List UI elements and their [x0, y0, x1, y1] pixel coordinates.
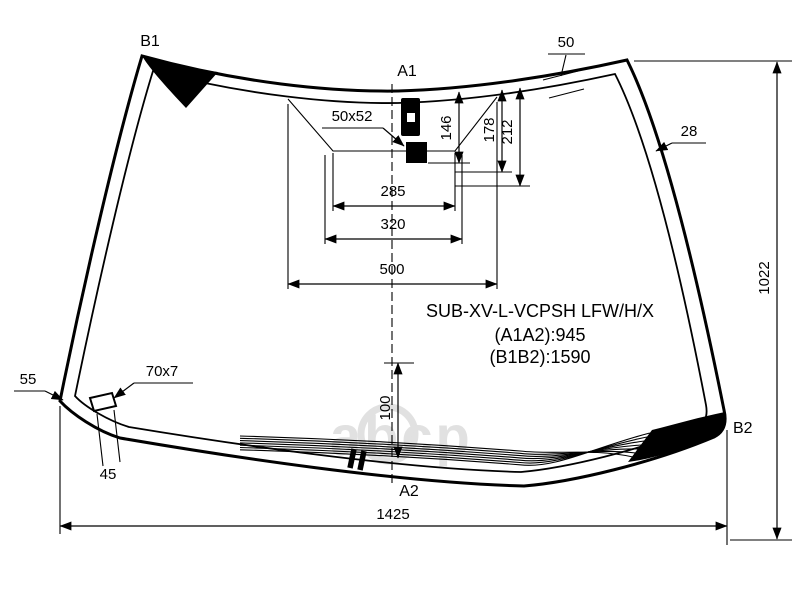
heating-element-lines	[239, 432, 650, 466]
dim-146-label: 146	[438, 115, 455, 140]
dim-212-label: 212	[499, 119, 516, 144]
label-a2: A2	[399, 483, 419, 500]
dim-100-group: 100	[377, 362, 414, 459]
part-info: SUB-XV-L-VCPSH LFW/H/X (A1A2):945 (B1B2)…	[426, 301, 654, 367]
dim-50-group: 50	[542, 34, 585, 99]
dim-45-label: 45	[100, 466, 117, 483]
dim-50x52-label: 50x52	[332, 108, 373, 125]
dim-100-label: 100	[377, 395, 394, 420]
dim-1425-label: 1425	[376, 506, 409, 523]
label-b1: B1	[140, 33, 160, 50]
part-dim-b1b2: (B1B2):1590	[489, 347, 590, 367]
label-b2: B2	[733, 420, 753, 437]
dim-50x52-group: 50x52	[322, 108, 405, 147]
mirror-button	[406, 142, 427, 163]
mounting-tab	[88, 391, 118, 413]
dim-45-group: 45	[96, 409, 121, 483]
label-a1: A1	[397, 63, 417, 80]
dim-70x7-group: 70x7	[113, 363, 193, 399]
dim-500-group: 500	[287, 102, 498, 289]
rain-sensor-window	[407, 113, 415, 122]
dim-500-label: 500	[379, 261, 404, 278]
watermark-circle-icon	[357, 403, 419, 465]
dim-28-label: 28	[681, 123, 698, 140]
dim-212-group: 212	[455, 87, 530, 187]
dim-1022-label: 1022	[756, 261, 773, 294]
dim-285-group: 285	[332, 153, 456, 211]
dim-285-label: 285	[380, 183, 405, 200]
dim-55-group: 55	[14, 371, 64, 401]
dim-50-label: 50	[558, 34, 575, 51]
dim-178-group: 178	[455, 89, 512, 173]
dim-320-group: 320	[324, 155, 463, 244]
dim-55-label: 55	[20, 371, 37, 388]
part-dim-a1a2: (A1A2):945	[494, 325, 585, 345]
dim-28-group: 28	[655, 123, 706, 152]
dim-1425-group: 1425	[59, 406, 728, 545]
dim-70x7-label: 70x7	[146, 363, 179, 380]
dim-1022-group: 1022	[634, 60, 792, 541]
corner-patch-b1	[142, 56, 218, 108]
dim-146-group: 146	[428, 91, 470, 164]
part-code: SUB-XV-L-VCPSH LFW/H/X	[426, 301, 654, 321]
dim-320-label: 320	[380, 216, 405, 233]
glass-outer-outline	[58, 54, 727, 488]
corner-patch-b2	[628, 412, 726, 462]
dim-178-label: 178	[481, 117, 498, 142]
frit-trapezoid-line	[287, 96, 498, 152]
heater-connector-tabs	[347, 448, 367, 471]
